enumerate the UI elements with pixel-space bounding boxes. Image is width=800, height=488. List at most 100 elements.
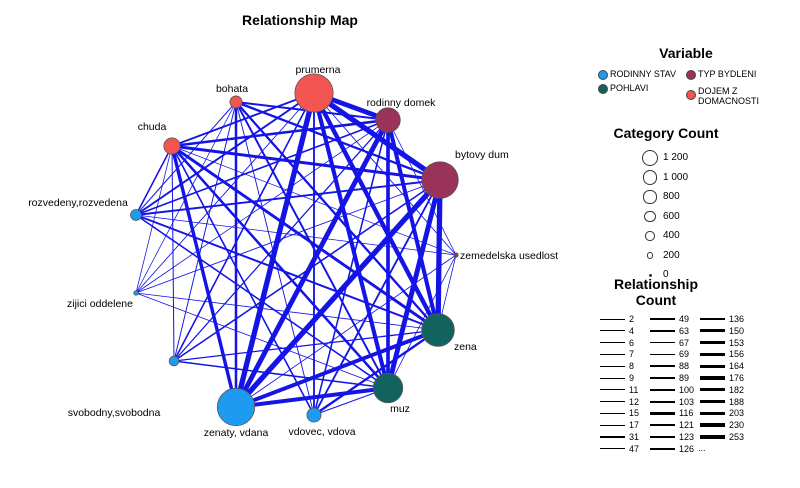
line-sample [650, 318, 675, 320]
nodes-layer [130, 73, 459, 427]
edge [235, 101, 389, 389]
legend-item-typ-bydleni: TYP BYDLENI [686, 69, 780, 81]
line-sample [600, 377, 625, 379]
line-sample [650, 412, 675, 415]
edge [170, 118, 390, 148]
edge [135, 214, 389, 389]
line-sample [600, 342, 625, 344]
line-sample [600, 318, 625, 320]
node-chuda [163, 137, 181, 155]
node-rozvedeny-rozvedena [130, 209, 142, 221]
line-sample [650, 365, 675, 368]
line-sample [700, 364, 725, 368]
line-sample [600, 353, 625, 355]
line-sample [700, 376, 725, 380]
edge [170, 144, 390, 390]
edge [385, 117, 441, 333]
line-sample [650, 400, 675, 403]
edge [234, 386, 390, 409]
line-sample [600, 448, 625, 450]
relationship-count-item: 89 [650, 372, 700, 384]
line-sample [700, 423, 725, 428]
relationship-count-item: 2 [600, 313, 650, 325]
line-label: 89 [679, 373, 690, 383]
edge [170, 144, 440, 332]
edge [135, 179, 441, 294]
edge [387, 119, 457, 256]
relationship-count-item: 182 [700, 384, 750, 396]
line-sample [700, 411, 725, 416]
relationship-count-item: 103 [650, 396, 700, 408]
relationship-count-item: 17 [600, 419, 650, 431]
relationship-count-item: 116 [650, 407, 700, 419]
node-zena [421, 313, 455, 347]
node-zemedelska-usedlost [453, 252, 459, 258]
edge [387, 254, 457, 389]
relationship-count-item: 8 [600, 360, 650, 372]
line-label: 4 [629, 325, 635, 336]
relationship-count-item: 150 [700, 325, 750, 337]
edge [311, 90, 441, 333]
category-count-legend-title: Category Count [613, 125, 719, 141]
line-label: 8 [629, 361, 635, 372]
size-circle [642, 170, 658, 185]
edge [135, 214, 439, 331]
relationship-count-item: 4 [600, 325, 650, 337]
edge [135, 119, 389, 216]
line-sample [700, 400, 725, 404]
relationship-count-item: 156 [700, 348, 750, 360]
relationship-count-item: 67 [650, 337, 700, 349]
node-prumerna [294, 73, 334, 113]
node-zijici-oddelene [133, 290, 139, 296]
line-label: 150 [729, 325, 745, 336]
node-label: bytovy dum [455, 149, 509, 161]
line-label: 69 [679, 349, 690, 360]
size-circle [645, 231, 655, 241]
relationship-count-item: 6 [600, 337, 650, 349]
size-label: 200 [663, 249, 680, 261]
relationship-count-item: 69 [650, 348, 700, 360]
category-count-item: 200 [638, 246, 728, 266]
line-label: 12 [629, 396, 640, 407]
edge [435, 177, 443, 333]
legend-swatch [598, 70, 608, 80]
line-sample [650, 388, 675, 391]
edge [135, 101, 237, 216]
line-label: 17 [629, 420, 640, 431]
line-label: 67 [679, 337, 690, 348]
edge [234, 100, 440, 332]
legend-label: POHLAVI [610, 83, 649, 93]
relationship-count-item: 31 [600, 431, 650, 443]
edge [313, 179, 441, 416]
edge [135, 292, 389, 389]
relationship-count-item: 15 [600, 407, 650, 419]
line-sample [700, 317, 725, 321]
line-label: 126 [679, 443, 695, 454]
node-label: muz [390, 403, 410, 415]
relationship-count-item: 9 [600, 372, 650, 384]
node-label: rodinny domek [367, 97, 437, 109]
node-zenaty-vdana [216, 387, 256, 427]
edge [233, 90, 317, 410]
relationship-count-legend-title: Relationship Count [613, 276, 698, 308]
line-label: 49 [679, 314, 690, 324]
legend-label: TYP BYDLENI [698, 69, 757, 79]
line-label: 136 [729, 314, 745, 324]
node-label: svobodny,svobodna [68, 407, 161, 419]
node-rodinny-domek [375, 107, 401, 133]
edge [135, 92, 315, 294]
line-label: 153 [729, 337, 745, 348]
line-sample [600, 330, 625, 332]
edge [173, 101, 237, 362]
line-sample [650, 424, 675, 427]
relationship-count-item: 188 [700, 396, 750, 408]
size-label: 400 [663, 230, 680, 241]
relationship-count-item: 7 [600, 348, 650, 360]
edge [135, 101, 237, 294]
edge [173, 329, 439, 362]
edge [171, 145, 315, 416]
line-sample [600, 401, 625, 403]
node-label: rozvedeny,rozvedena [28, 197, 128, 209]
